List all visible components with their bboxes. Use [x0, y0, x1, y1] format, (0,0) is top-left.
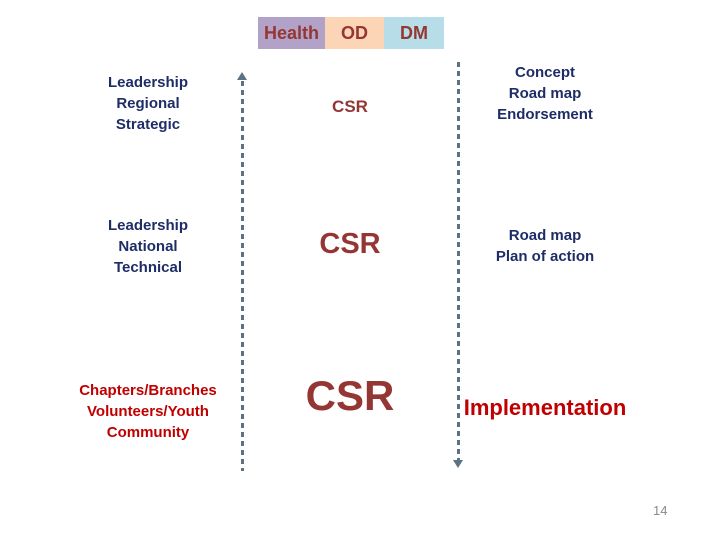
- csr-label-large: CSR: [305, 372, 395, 419]
- tab-health: Health: [258, 17, 325, 49]
- left-row1-line3: Strategic: [115, 116, 181, 133]
- page-number: 14: [653, 503, 668, 518]
- left-row3-line2: Volunteers/Youth: [87, 403, 209, 420]
- dashed-arrow-up-head: [237, 72, 247, 80]
- left-row3-line1: Chapters/Branches: [79, 382, 217, 399]
- left-row1-line1: Leadership: [107, 74, 189, 91]
- csr-label-small: CSR: [332, 97, 368, 116]
- left-row3-line3: Community: [106, 424, 190, 441]
- right-row1-line2: Road map: [508, 85, 582, 102]
- right-row-implementation: Implementation: [463, 395, 627, 420]
- left-row-leadership-national: Leadership National Technical: [48, 215, 248, 278]
- right-row2-line1: Road map: [508, 227, 582, 244]
- left-row2-line1: Leadership: [107, 217, 189, 234]
- left-row-chapters-community: Chapters/Branches Volunteers/Youth Commu…: [48, 380, 248, 443]
- right-row-roadmap-plan: Road map Plan of action: [435, 225, 655, 267]
- right-row1-line3: Endorsement: [497, 106, 593, 123]
- dashed-separator-right: [457, 62, 460, 460]
- right-row2-line2: Plan of action: [495, 248, 595, 265]
- right-row-concept-endorsement: Concept Road map Endorsement: [435, 62, 655, 125]
- dashed-separator-left: [241, 81, 244, 471]
- dashed-arrow-down-head: [453, 460, 463, 468]
- left-row-leadership-regional: Leadership Regional Strategic: [48, 72, 248, 135]
- header-tabs: Health OD DM: [258, 17, 444, 49]
- left-row2-line2: National: [118, 238, 178, 255]
- csr-label-medium: CSR: [319, 228, 381, 260]
- right-row1-line1: Concept: [515, 64, 575, 81]
- left-row2-line3: Technical: [113, 259, 183, 276]
- tab-od: OD: [325, 17, 384, 49]
- left-row1-line2: Regional: [116, 95, 180, 112]
- tab-dm: DM: [384, 17, 444, 49]
